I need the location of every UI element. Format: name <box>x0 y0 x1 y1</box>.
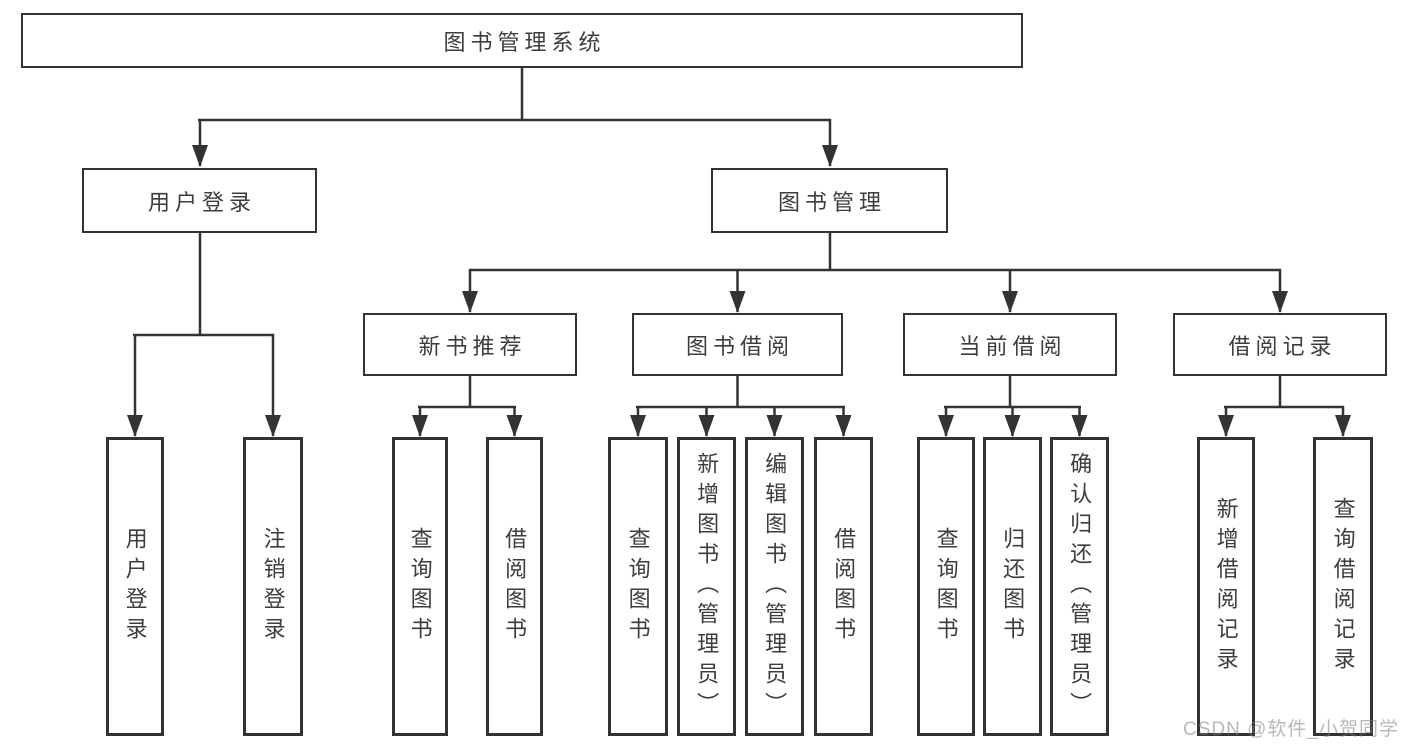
leaf-label: 归还图书 <box>1000 526 1026 647</box>
leaf-logout-login: 注销登录 <box>243 437 303 736</box>
node-new-book-recommend: 新书推荐 <box>363 313 577 376</box>
leaf-user-login: 用户登录 <box>106 437 164 736</box>
leaf-label: 查询图书 <box>625 526 651 647</box>
leaf-add-book-admin: 新增图书（管理员） <box>677 437 736 736</box>
leaf-label: 借阅图书 <box>831 526 857 647</box>
leaf-label: 查询图书 <box>933 526 959 647</box>
node-label: 用户登录 <box>147 189 256 215</box>
node-user-login: 用户登录 <box>82 168 317 233</box>
leaf-query-books-recommend: 查询图书 <box>392 437 448 736</box>
node-borrow-records: 借阅记录 <box>1173 313 1387 376</box>
leaf-add-borrow-record: 新增借阅记录 <box>1197 437 1255 736</box>
leaf-label: 查询图书 <box>407 526 433 647</box>
node-book-management: 图书管理 <box>711 168 948 233</box>
leaf-confirm-return-admin: 确认归还（管理员） <box>1050 437 1109 736</box>
node-label: 借阅记录 <box>1228 333 1337 359</box>
leaf-query-borrow-record: 查询借阅记录 <box>1313 437 1373 736</box>
leaf-label: 用户登录 <box>122 526 148 647</box>
node-current-borrow: 当前借阅 <box>903 313 1117 376</box>
leaf-edit-book-admin: 编辑图书（管理员） <box>745 437 804 736</box>
leaf-return-book: 归还图书 <box>983 437 1042 736</box>
leaf-label: 新增借阅记录 <box>1213 496 1239 677</box>
leaf-query-books-borrow: 查询图书 <box>608 437 668 736</box>
node-library-system: 图书管理系统 <box>21 13 1023 68</box>
leaf-label: 编辑图书（管理员） <box>762 451 788 722</box>
node-label: 当前借阅 <box>958 333 1067 359</box>
leaf-label: 新增图书（管理员） <box>694 451 720 722</box>
leaf-borrow-books: 借阅图书 <box>814 437 873 736</box>
node-book-borrow: 图书借阅 <box>632 313 843 376</box>
leaf-label: 借阅图书 <box>502 526 528 647</box>
node-label: 图书借阅 <box>685 333 794 359</box>
leaf-query-books-current: 查询图书 <box>917 437 975 736</box>
node-label: 新书推荐 <box>418 333 527 359</box>
node-label: 图书管理系统 <box>443 29 606 55</box>
node-label: 图书管理 <box>777 189 886 215</box>
csdn-watermark: CSDN @软件_小贺同学 <box>1183 719 1399 740</box>
leaf-label: 确认归还（管理员） <box>1067 451 1093 722</box>
leaf-label: 查询借阅记录 <box>1330 496 1356 677</box>
leaf-borrow-books-recommend: 借阅图书 <box>486 437 543 736</box>
leaf-label: 注销登录 <box>260 526 286 647</box>
